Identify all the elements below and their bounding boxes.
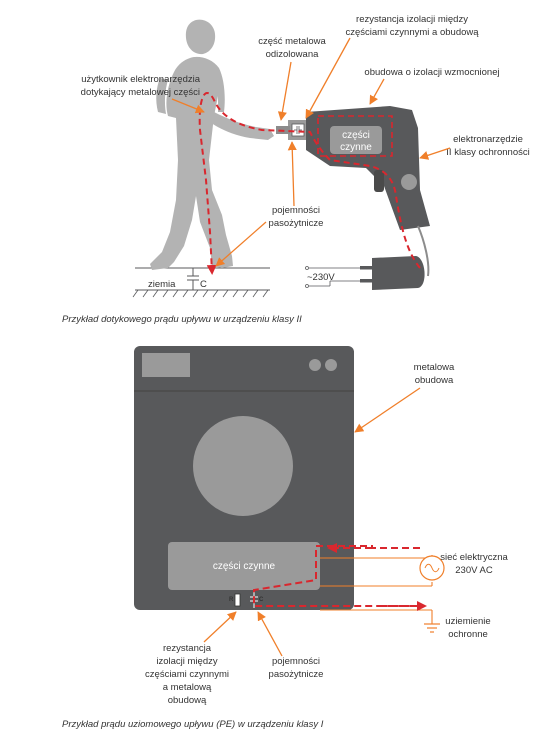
- ac-source-symbol: [419, 555, 445, 581]
- label-ground: ziemia: [148, 279, 176, 290]
- label-live-parts: części czynne: [213, 561, 276, 572]
- class-ii-diagram: części czynne ~230V użytkownik elektrona…: [62, 14, 530, 325]
- chuck-capacitor-symbol: [294, 126, 302, 134]
- power-plug-icon: [360, 256, 425, 290]
- label-r: R: [229, 597, 234, 603]
- label-housing-line-1: metalowa: [414, 362, 455, 373]
- power-cable: [417, 225, 430, 277]
- label-resistance-line-2: izolacji między: [156, 656, 217, 667]
- label-metal-part-line-1: część metalowa: [258, 36, 326, 47]
- label-live-parts-line-1: części: [342, 130, 370, 141]
- label-tool-line-2: II klasy ochronności: [446, 147, 529, 158]
- ground-surface: [132, 267, 270, 298]
- label-parasitic-line-1: pojemności: [272, 656, 320, 667]
- caption-bottom: Przykład prądu uziomowego upływu (PE) w …: [62, 719, 324, 730]
- label-protective-earth-line-2: ochronne: [448, 629, 488, 640]
- washing-machine-icon: [134, 346, 354, 610]
- leakage-current-path: [198, 92, 421, 275]
- label-housing: obudowa o izolacji wzmocnionej: [364, 67, 499, 78]
- mains-wiring: [320, 555, 433, 624]
- label-resistance-line-1: rezystancja: [163, 643, 212, 654]
- label-user-line-1: użytkownik elektronarzędzia: [81, 74, 201, 85]
- label-voltage: ~230V: [307, 272, 335, 283]
- label-parasitic-line-1: pojemności: [272, 205, 320, 216]
- control-knob-1: [309, 359, 321, 371]
- label-resistance-line-5: obudową: [168, 695, 207, 706]
- label-ground-c: C: [200, 279, 207, 290]
- label-housing-line-2: obudowa: [415, 375, 454, 386]
- label-mains-line-1: sieć elektryczna: [440, 552, 508, 563]
- class-i-diagram: części czynne R C: [62, 346, 509, 730]
- label-protective-earth-line-1: uziemienie: [445, 616, 490, 627]
- label-parasitic-line-2: pasożytnicze: [269, 669, 324, 680]
- label-resistance-line-3: częściami czynnymi: [145, 669, 229, 680]
- label-mains-line-2: 230V AC: [455, 565, 493, 576]
- control-panel: [142, 353, 190, 377]
- drum-door: [193, 416, 293, 516]
- label-resistance-line-4: a metalową: [163, 682, 212, 693]
- label-tool-line-1: elektronarzędzie: [453, 134, 523, 145]
- label-parasitic-line-2: pasożytnicze: [269, 218, 324, 229]
- caption-top: Przykład dotykowego prądu upływu w urząd…: [62, 314, 302, 325]
- control-knob-2: [325, 359, 337, 371]
- mains-connection: [305, 266, 360, 288]
- label-live-parts-line-2: czynne: [340, 142, 372, 153]
- live-parts-block: [168, 542, 320, 590]
- label-resistance-line-2: częściami czynnymi a obudową: [345, 27, 479, 38]
- label-resistance-line-1: rezystancja izolacji między: [356, 14, 468, 25]
- live-parts-block: [330, 126, 382, 154]
- label-metal-part-line-2: odizolowana: [266, 49, 320, 60]
- person-silhouette: [150, 19, 274, 271]
- resistor-symbol: [234, 593, 241, 607]
- ground-symbol: [424, 623, 440, 633]
- label-c: C: [259, 597, 264, 603]
- label-user-line-2: dotykający metalowej części: [81, 87, 200, 98]
- power-drill-icon: [306, 106, 430, 230]
- ground-capacitor-symbol: [187, 268, 199, 290]
